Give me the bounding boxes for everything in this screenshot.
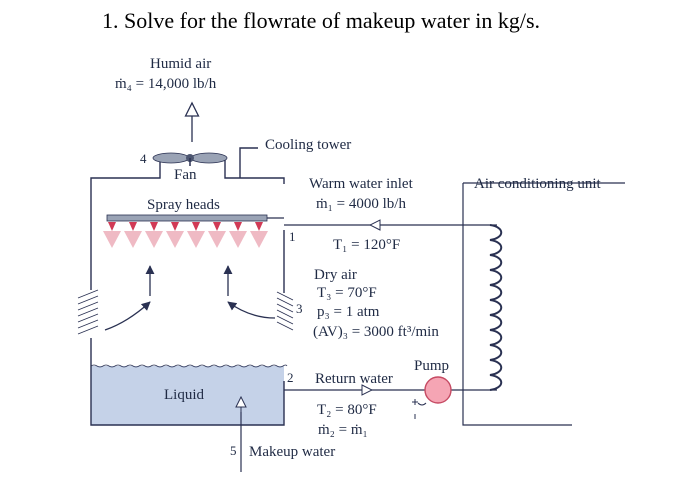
state-2-marker: 2 — [287, 370, 294, 385]
spray-nozzle-icon — [103, 222, 121, 248]
spray-header — [106, 214, 284, 222]
state-5-marker: 5 — [230, 443, 237, 458]
spray-nozzle-icon — [145, 222, 163, 248]
warm-water-inlet-label: Warm water inlet — [309, 176, 413, 192]
fan-label: Fan — [174, 167, 197, 183]
dry-air-label: Dry air — [314, 267, 357, 283]
fan-icon — [152, 152, 228, 166]
state-1-marker: 1 — [289, 229, 296, 244]
makeup-water-label: Makeup water — [249, 444, 336, 460]
spray-nozzle-icon — [250, 222, 268, 248]
t3-value: T₃ = 70°F — [317, 285, 377, 301]
cooling-tower-label: Cooling tower — [265, 137, 352, 153]
liquid-basin — [91, 366, 284, 425]
state-3-marker: 3 — [296, 301, 303, 316]
spray-nozzle-icon — [229, 222, 247, 248]
spray-nozzle-icon — [124, 222, 142, 248]
liquid-label: Liquid — [164, 387, 204, 403]
spray-nozzle-icon — [208, 222, 226, 248]
pump-icon — [412, 376, 452, 419]
ac-unit-label: Air conditioning unit — [474, 176, 601, 192]
spray-nozzle-icon — [166, 222, 184, 248]
air-flow-arrows — [104, 265, 276, 331]
spray-nozzles — [103, 222, 268, 248]
m2-value: ṁ₂ = ṁ₁ — [318, 422, 368, 438]
warm-water-flow: ṁ₁ = 4000 lb/h — [316, 196, 406, 212]
coil-icon — [489, 224, 503, 391]
av3-value: (AV)₃ = 3000 ft³/min — [313, 324, 439, 340]
liquid-surface — [90, 364, 288, 368]
p3-value: p₃ = 1 atm — [317, 304, 380, 320]
spray-heads-label: Spray heads — [147, 197, 220, 213]
pump-label: Pump — [414, 358, 450, 374]
humid-air-label: Humid air — [150, 56, 212, 72]
t1-value: T₁ = 120°F — [333, 237, 401, 253]
return-water-label: Return water — [315, 371, 393, 387]
humid-air-flow: ṁ₄ = 14,000 lb/h — [115, 76, 217, 92]
state-4-marker: 4 — [140, 151, 147, 166]
air-louver-icon — [77, 289, 294, 335]
ac-unit-box — [462, 182, 625, 426]
tower-walls — [90, 147, 285, 426]
question-text: 1. Solve for the flowrate of makeup wate… — [102, 8, 541, 33]
t2-value: T₂ = 80°F — [317, 402, 377, 418]
spray-nozzle-icon — [187, 222, 205, 248]
